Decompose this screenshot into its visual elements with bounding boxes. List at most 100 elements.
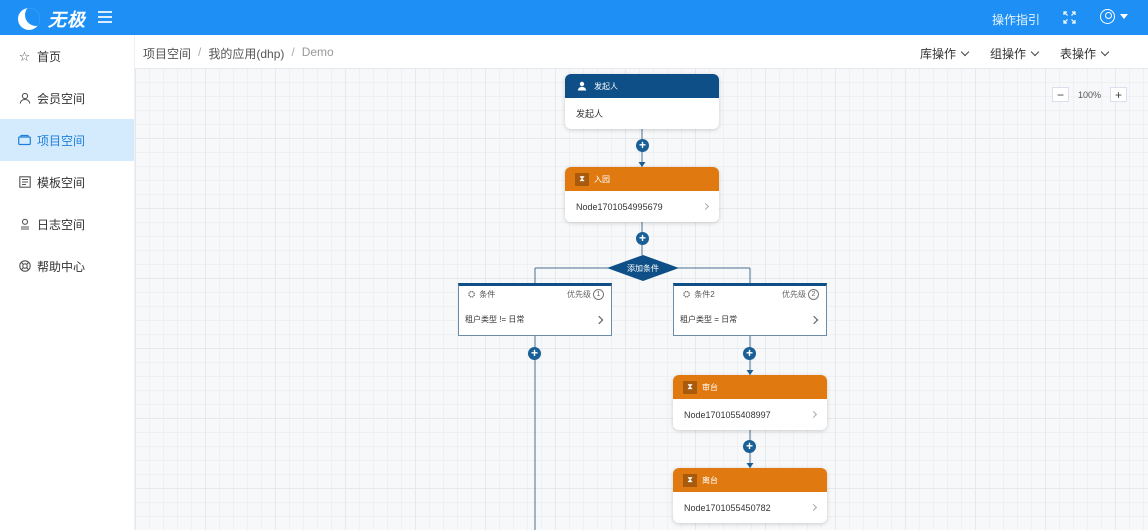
flow-node-approval[interactable]: ⧗ 入园 Node1701054995679 xyxy=(565,167,719,222)
library-ops-dropdown[interactable]: 库操作 xyxy=(920,45,970,62)
user-menu[interactable] xyxy=(1100,9,1128,24)
zoom-out-button[interactable]: − xyxy=(1052,87,1069,102)
sidebar-item-label: 日志空间 xyxy=(37,217,86,232)
condition-title: 条件2 xyxy=(694,290,715,299)
table-ops-dropdown[interactable]: 表操作 xyxy=(1059,45,1110,62)
add-condition-label: 添加条件 xyxy=(627,263,659,273)
toolbar-ops: 库操作 组操作 表操作 xyxy=(898,45,1110,62)
user-icon xyxy=(18,92,31,105)
breadcrumb-separator: / xyxy=(198,45,202,59)
sidebar-item-label: 模板空间 xyxy=(37,175,86,190)
chevron-down-icon xyxy=(1030,47,1040,57)
zoom-level: 100% xyxy=(1078,89,1102,100)
sidebar-item-projects[interactable]: 项目空间 xyxy=(0,119,134,161)
node-text: 发起人 xyxy=(576,109,604,119)
help-icon xyxy=(18,260,31,273)
add-node-button[interactable]: + xyxy=(636,139,649,152)
sidebar-item-templates[interactable]: 模板空间 xyxy=(0,161,134,203)
branch-icon: ⛭ xyxy=(468,289,476,299)
sidebar-item-logs[interactable]: 日志空间 xyxy=(0,203,134,245)
breadcrumb: 项目空间 / 我的应用(dhp) / Demo xyxy=(143,45,334,62)
breadcrumb-current: Demo xyxy=(301,45,334,59)
breadcrumb-item[interactable]: 项目空间 xyxy=(143,47,192,61)
top-bar: 无极 操作指引 xyxy=(0,0,1148,35)
breadcrumb-item[interactable]: 我的应用(dhp) xyxy=(208,47,285,61)
node-title: 入园 xyxy=(594,174,610,184)
diamond-shape xyxy=(607,255,679,281)
condition-title: 条件 xyxy=(479,290,496,299)
priority-number: 1 xyxy=(593,289,604,300)
user-icon xyxy=(575,80,589,93)
folder-icon xyxy=(18,134,31,147)
avatar-icon xyxy=(1100,9,1115,24)
priority-label: 优先级 xyxy=(782,290,806,299)
caret-down-icon xyxy=(1120,14,1128,19)
condition-body: 租户类型 != 日常 xyxy=(459,303,611,336)
hourglass-icon: ⧗ xyxy=(683,380,697,394)
zoom-in-button[interactable]: + xyxy=(1110,87,1128,102)
sidebar-item-label: 会员空间 xyxy=(37,91,86,106)
condition-rule: 租户类型 != 日常 xyxy=(465,315,525,324)
sidebar-item-label: 帮助中心 xyxy=(37,259,86,274)
priority-label: 优先级 xyxy=(567,290,591,299)
flow-node-leave[interactable]: ⧗ 离台 Node1701055450782 xyxy=(673,468,827,523)
sidebar-item-help[interactable]: 帮助中心 xyxy=(0,245,134,287)
op-label: 组操作 xyxy=(989,47,1026,61)
sidebar-item-home[interactable]: ☆ 首页 xyxy=(0,35,134,77)
sidebar-item-members[interactable]: 会员空间 xyxy=(0,77,134,119)
chevron-down-icon xyxy=(960,47,970,57)
group-ops-dropdown[interactable]: 组操作 xyxy=(989,45,1040,62)
node-text: Node1701055450782 xyxy=(684,502,771,513)
branch-icon: ⛭ xyxy=(683,289,691,299)
app-name: 无极 xyxy=(48,10,86,30)
node-text: Node1701055408997 xyxy=(684,409,771,420)
flow-node-review[interactable]: ⧗ 审台 Node1701055408997 xyxy=(673,375,827,430)
condition-title-group: ⛭ 条件2 xyxy=(683,289,715,300)
sidebar-item-label: 项目空间 xyxy=(37,133,86,148)
node-title: 审台 xyxy=(702,382,718,392)
condition-body: 租户类型 = 日常 xyxy=(674,303,826,336)
flow-canvas[interactable]: − 100% + 发起人 发起人 + ⧗ 入园 Node170105499567… xyxy=(135,68,1148,530)
add-node-button[interactable]: + xyxy=(743,440,756,453)
log-icon xyxy=(18,218,31,231)
template-icon xyxy=(18,176,31,189)
chevron-right-icon xyxy=(594,315,604,324)
hourglass-icon: ⧗ xyxy=(683,473,697,487)
condition-node-2[interactable]: ⛭ 条件2 优先级 2 租户类型 = 日常 xyxy=(673,283,827,336)
add-node-button[interactable]: + xyxy=(636,232,649,245)
node-body: Node1701055450782 xyxy=(673,492,827,523)
priority: 优先级 2 xyxy=(782,289,819,300)
condition-rule: 租户类型 = 日常 xyxy=(680,315,738,324)
flow-node-start[interactable]: 发起人 发起人 xyxy=(565,74,719,129)
node-body: Node1701054995679 xyxy=(565,191,719,222)
chevron-right-icon xyxy=(809,315,819,324)
star-icon: ☆ xyxy=(18,48,31,64)
condition-header: ⛭ 条件 优先级 1 xyxy=(459,286,611,303)
node-header: 发起人 xyxy=(565,74,719,98)
fullscreen-icon[interactable] xyxy=(1063,11,1076,24)
app-logo[interactable]: 无极 xyxy=(18,6,86,32)
breadcrumb-separator: / xyxy=(291,45,295,59)
hourglass-icon: ⧗ xyxy=(575,172,589,186)
op-label: 表操作 xyxy=(1059,47,1096,61)
chevron-right-icon xyxy=(809,503,818,512)
menu-toggle-icon[interactable] xyxy=(98,11,112,23)
chevron-right-icon xyxy=(701,202,710,211)
priority-number: 2 xyxy=(808,289,819,300)
node-title: 离台 xyxy=(702,475,718,485)
chevron-down-icon xyxy=(1100,47,1110,57)
add-node-button[interactable]: + xyxy=(743,347,756,360)
add-node-button[interactable]: + xyxy=(528,347,541,360)
chevron-right-icon xyxy=(809,410,818,419)
breadcrumb-bar: 项目空间 / 我的应用(dhp) / Demo 库操作 组操作 表操作 xyxy=(135,35,1148,68)
condition-title-group: ⛭ 条件 xyxy=(468,289,495,300)
condition-header: ⛭ 条件2 优先级 2 xyxy=(674,286,826,303)
priority: 优先级 1 xyxy=(567,289,604,300)
node-header: ⧗ 审台 xyxy=(673,375,827,399)
node-header: ⧗ 离台 xyxy=(673,468,827,492)
condition-node-1[interactable]: ⛭ 条件 优先级 1 租户类型 != 日常 xyxy=(458,283,612,336)
add-condition-button[interactable]: 添加条件 xyxy=(607,255,679,281)
guide-link[interactable]: 操作指引 xyxy=(992,13,1041,27)
sidebar: ☆ 首页 会员空间 项目空间 模板空间 日志空间 帮助中心 xyxy=(0,35,135,530)
node-title: 发起人 xyxy=(594,81,618,91)
